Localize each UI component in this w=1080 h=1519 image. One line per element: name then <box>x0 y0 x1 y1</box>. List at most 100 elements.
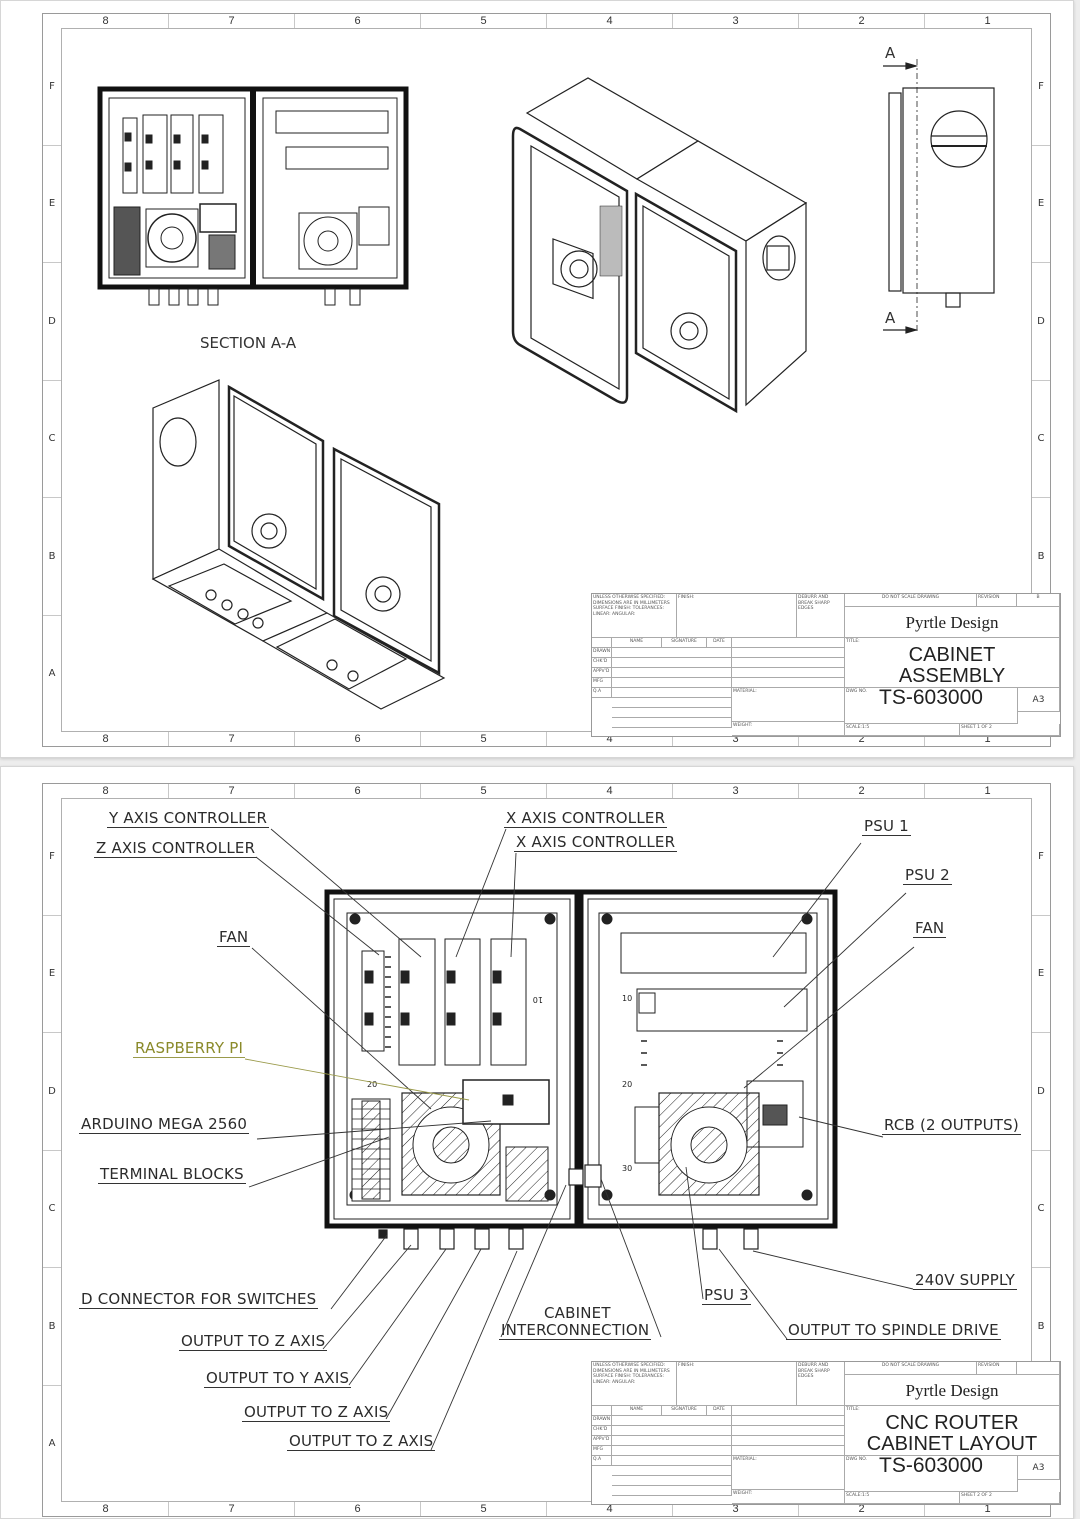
label-fan-left: FAN <box>217 928 251 947</box>
label-spindle-drive: OUTPUT TO SPINDLE DRIVE <box>786 1321 1001 1340</box>
label-psu-3: PSU 3 <box>702 1286 751 1305</box>
finish-field: FINISH: <box>677 594 797 638</box>
row-checked: CHK'D <box>592 658 612 668</box>
row-mfg: MFG <box>592 1446 612 1456</box>
zone-label: 5 <box>420 1502 546 1516</box>
zone-label: 1 <box>924 732 1050 746</box>
label-output-z-axis-3: OUTPUT TO Z AXIS <box>287 1432 436 1451</box>
name-header: NAME <box>612 1406 662 1416</box>
zone-label: A <box>43 1384 61 1503</box>
zone-label: 6 <box>294 14 420 28</box>
label-output-z-axis-2: OUTPUT TO Z AXIS <box>242 1403 391 1422</box>
section-marker-top: A <box>885 44 896 62</box>
weight-field: WEIGHT: <box>732 1490 845 1504</box>
zone-label: D <box>43 262 61 380</box>
zone-label: 8 <box>102 785 109 797</box>
zone-label: E <box>1032 914 1050 1033</box>
zone-label: 2 <box>798 1502 924 1516</box>
zone-label: 7 <box>168 784 294 798</box>
finish-field: FINISH: <box>677 1362 797 1406</box>
dwg-no-field: DWG NO. TS-603000 <box>845 1456 1018 1492</box>
material-field: MATERIAL: <box>732 1456 845 1490</box>
zone-label: 3 <box>672 784 798 798</box>
title-block: UNLESS OTHERWISE SPECIFIED: DIMENSIONS A… <box>591 593 1061 737</box>
sheet1-drawings <box>97 59 995 710</box>
label-psu-1: PSU 1 <box>862 817 911 836</box>
section-a-a-view <box>97 86 409 306</box>
zone-label: 8 <box>102 15 109 27</box>
date-header: DATE <box>707 638 732 648</box>
zone-label: 1 <box>924 1502 1050 1516</box>
zone-label: 5 <box>420 14 546 28</box>
label-z-axis-controller: Z AXIS CONTROLLER <box>94 839 258 858</box>
revision-value: B <box>1017 594 1060 607</box>
drawing-title-line2: ASSEMBLY <box>898 664 1006 687</box>
zone-label: F <box>1038 850 1044 862</box>
zone-label: C <box>1032 379 1050 498</box>
label-psu-2: PSU 2 <box>903 866 952 885</box>
revision-label: REVISION <box>977 594 1017 607</box>
scale-mark-20-right: 20 <box>622 1080 632 1089</box>
row-qa: Q.A <box>592 1456 612 1466</box>
drawing-area <box>61 28 1032 732</box>
label-x-axis-controller-2: X AXIS CONTROLLER <box>514 833 678 852</box>
sheet-number: SHEET 2 OF 2 <box>960 1492 1060 1504</box>
zone-label: 6 <box>294 784 420 798</box>
zone-label: F <box>1038 80 1044 92</box>
zone-label: C <box>43 1149 61 1268</box>
drawing-title-line1: CABINET <box>908 643 996 666</box>
company-name: Pyrtle Design <box>845 607 1060 638</box>
row-approved: APPV'D <box>592 668 612 678</box>
zone-label: F <box>49 80 55 92</box>
side-view <box>883 59 995 334</box>
sheet-number: SHEET 1 OF 2 <box>960 724 1060 736</box>
row-checked: CHK'D <box>592 1426 612 1436</box>
title-block: UNLESS OTHERWISE SPECIFIED: DIMENSIONS A… <box>591 1361 1061 1505</box>
zone-label: E <box>43 914 61 1033</box>
weight-field: WEIGHT: <box>732 722 845 736</box>
scale-mark-10: 10 <box>622 994 632 1003</box>
zone-label: 3 <box>672 732 798 746</box>
section-a-a-label: SECTION A-A <box>200 334 297 352</box>
zone-label: 8 <box>102 1503 109 1515</box>
material-field: MATERIAL: <box>732 688 845 722</box>
zone-label: 4 <box>546 1502 672 1516</box>
leader-lines <box>244 828 915 1451</box>
drawing-title-line2: CABINET LAYOUT <box>866 1432 1038 1455</box>
tolerance-notes: UNLESS OTHERWISE SPECIFIED: DIMENSIONS A… <box>592 594 677 638</box>
zone-label: A <box>43 614 61 733</box>
do-not-scale-note: DO NOT SCALE DRAWING <box>845 594 977 607</box>
label-terminal-blocks: TERMINAL BLOCKS <box>98 1165 246 1184</box>
zone-label: 5 <box>420 784 546 798</box>
zone-label: F <box>49 850 55 862</box>
label-arduino-mega: ARDUINO MEGA 2560 <box>79 1115 250 1134</box>
do-not-scale-note: DO NOT SCALE DRAWING <box>845 1362 977 1375</box>
row-qa: Q.A <box>592 688 612 698</box>
zone-label: B <box>43 1267 61 1385</box>
row-mfg: MFG <box>592 678 612 688</box>
cabinet-layout-drawing: 20 10 10 20 30 <box>244 828 915 1451</box>
label-d-connector: D CONNECTOR FOR SWITCHES <box>79 1290 319 1309</box>
zone-label: C <box>1032 1149 1050 1268</box>
title-label: TITLE: CNC ROUTER CABINET LAYOUT <box>845 1406 1060 1456</box>
deburr-note: DEBURR AND BREAK SHARP EDGES <box>797 1362 845 1406</box>
zone-label: 4 <box>546 732 672 746</box>
label-output-z-axis-1: OUTPUT TO Z AXIS <box>179 1332 328 1351</box>
scale-mark-20: 20 <box>367 1080 377 1089</box>
zone-label: E <box>43 144 61 263</box>
drawing-area <box>61 798 1032 1502</box>
title-label: TITLE: CABINET ASSEMBLY <box>845 638 1060 688</box>
zone-label: 6 <box>294 1502 420 1516</box>
label-240v-supply: 240V SUPPLY <box>913 1271 1017 1290</box>
drawing-title-line1: CNC ROUTER <box>885 1411 1019 1434</box>
label-cabinet: CABINET <box>544 1304 611 1322</box>
left-cabinet: 20 10 <box>324 889 580 1229</box>
scale-field: SCALE:1:5 <box>845 1492 960 1504</box>
zone-label: E <box>1032 144 1050 263</box>
